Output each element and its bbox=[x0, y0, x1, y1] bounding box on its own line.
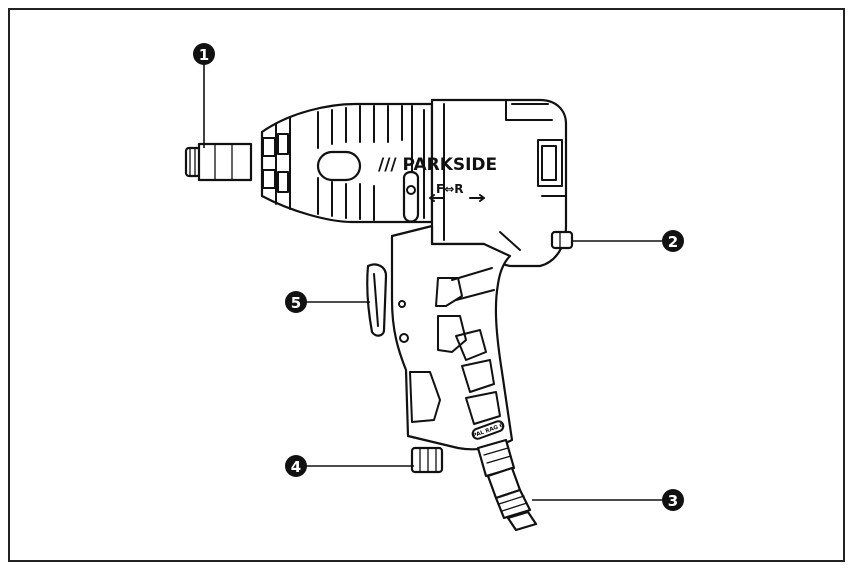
direction-switch: F⇔R bbox=[402, 170, 485, 223]
motor-housing bbox=[430, 98, 568, 268]
callout-number: 5 bbox=[291, 294, 301, 312]
trigger bbox=[366, 263, 388, 337]
grip-handle: PAL RAG 6 bbox=[390, 224, 514, 451]
exhaust-cap bbox=[410, 446, 444, 474]
callout-number: 1 bbox=[199, 46, 209, 64]
callout-2: 2 bbox=[572, 230, 684, 252]
callout-number: 2 bbox=[668, 233, 678, 251]
callout-number: 4 bbox=[291, 458, 301, 476]
air-inlet-fitting bbox=[476, 438, 538, 532]
brand-logo: /// PARKSIDE bbox=[378, 155, 497, 175]
drive-anvil bbox=[184, 142, 253, 182]
callout-1: 1 bbox=[193, 43, 215, 148]
direction-label: F⇔R bbox=[436, 182, 464, 196]
callout-4: 4 bbox=[285, 455, 414, 477]
reversing-lever bbox=[550, 230, 574, 250]
callout-number: 3 bbox=[668, 492, 678, 510]
callout-5: 5 bbox=[285, 291, 370, 313]
callout-3: 3 bbox=[532, 489, 684, 511]
